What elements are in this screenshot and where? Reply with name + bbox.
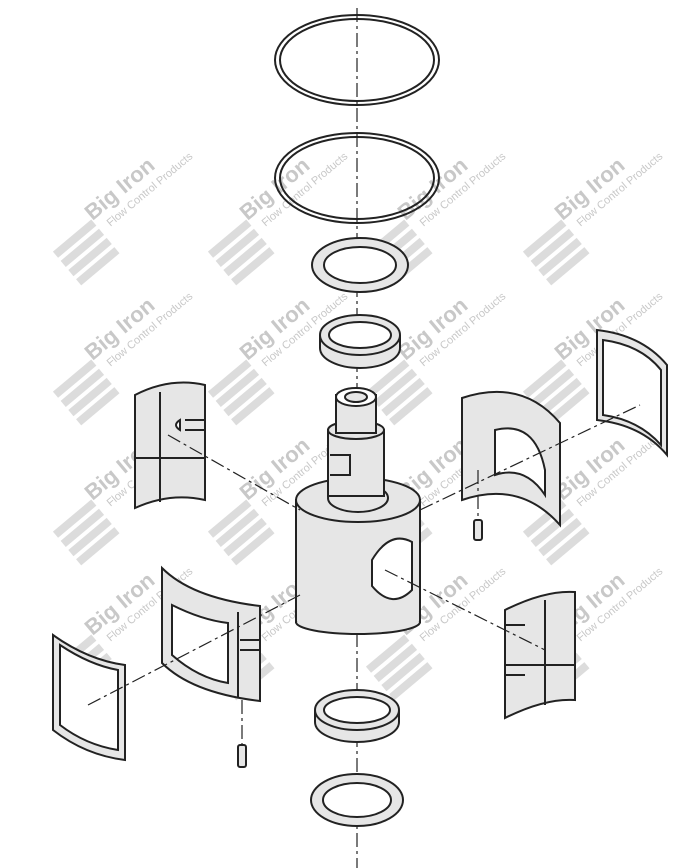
plug-port bbox=[371, 537, 413, 600]
upper-washer bbox=[311, 237, 409, 293]
far-left-liner bbox=[52, 633, 126, 762]
assembly-lines bbox=[87, 404, 641, 706]
upper-pin bbox=[473, 470, 483, 541]
lower-washer bbox=[310, 773, 404, 827]
lower-pin bbox=[237, 700, 247, 768]
lower-left-segment bbox=[161, 565, 261, 703]
upper-left-segment bbox=[134, 381, 206, 510]
second-o-ring bbox=[274, 132, 440, 224]
top-o-ring bbox=[274, 14, 440, 106]
upper-right-segment bbox=[461, 390, 561, 528]
lower-right-segment bbox=[504, 590, 576, 720]
valve-plug bbox=[295, 387, 421, 635]
lower-seal-ring bbox=[314, 689, 400, 743]
upper-seal-ring bbox=[319, 314, 401, 369]
far-right-liner bbox=[596, 328, 668, 458]
